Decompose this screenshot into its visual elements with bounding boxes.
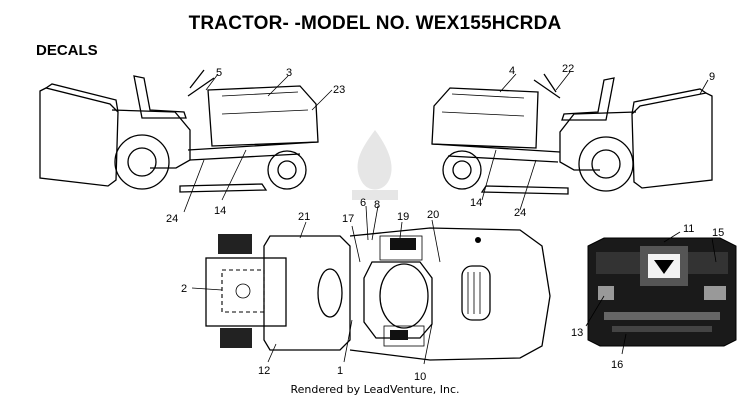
callout-5: 5 xyxy=(216,67,222,79)
tractor-right-side-view xyxy=(431,71,713,211)
render-credit: Rendered by LeadVenture, Inc. xyxy=(290,383,460,396)
callout-15: 15 xyxy=(712,227,724,239)
watermark-logo xyxy=(352,130,398,200)
callout-10: 10 xyxy=(414,371,426,383)
tractor-top-view xyxy=(191,205,551,365)
callout-1: 1 xyxy=(337,365,343,377)
callout-11: 11 xyxy=(683,223,694,235)
callout-4: 4 xyxy=(509,65,515,77)
rear-tire-right xyxy=(220,328,252,348)
decal-2-outline xyxy=(221,269,265,313)
callout-9: 9 xyxy=(709,71,715,83)
callout-21: 21 xyxy=(298,211,310,223)
callout-8: 8 xyxy=(374,199,380,211)
callout-6: 6 xyxy=(360,197,366,209)
diagram-title: TRACTOR- -MODEL NO. WEX155HCRDA xyxy=(188,13,562,34)
callout-22: 22 xyxy=(562,63,574,75)
dash-panel-rear-view xyxy=(585,231,737,355)
tractor-left-side-view xyxy=(39,69,333,213)
callout-3: 3 xyxy=(286,67,292,79)
section-heading: DECALS xyxy=(36,42,98,59)
callout-24-left: 24 xyxy=(166,213,178,225)
callout-12: 12 xyxy=(258,365,270,377)
callout-16: 16 xyxy=(611,359,623,371)
callout-14-right: 14 xyxy=(470,197,482,209)
callout-17: 17 xyxy=(342,213,354,225)
callout-14-left: 14 xyxy=(214,205,226,217)
decal-19-block xyxy=(390,238,416,250)
callout-20: 20 xyxy=(427,209,439,221)
callout-2: 2 xyxy=(181,283,187,295)
callout-19: 19 xyxy=(397,211,409,223)
callout-24-right: 24 xyxy=(514,207,526,219)
callout-23: 23 xyxy=(333,84,345,96)
decal-10-block xyxy=(390,330,408,340)
rear-tire-left xyxy=(218,234,252,254)
callout-13: 13 xyxy=(571,327,583,339)
